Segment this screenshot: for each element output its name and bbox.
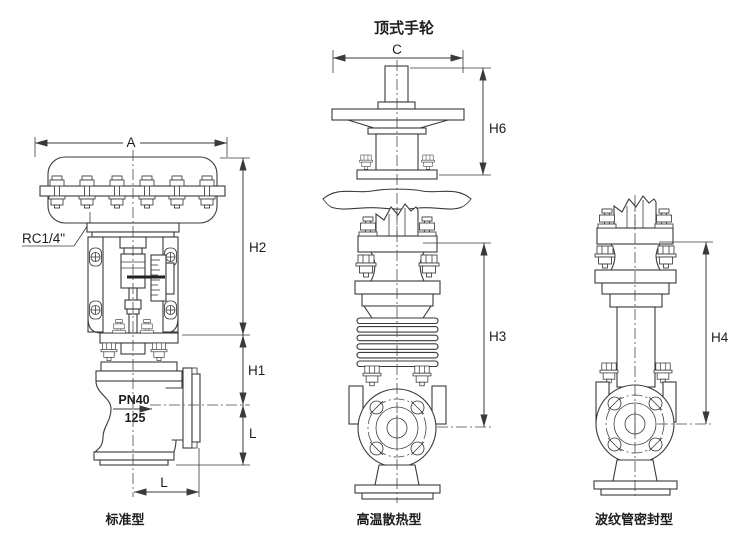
dim-label-L-bottom: L bbox=[160, 475, 168, 490]
dim-label-L-vertical: L bbox=[249, 426, 257, 441]
dim-label-A: A bbox=[126, 135, 135, 150]
travel-scale bbox=[127, 254, 175, 302]
caption-standard: 标准型 bbox=[104, 512, 144, 528]
dim-label-H4: H4 bbox=[711, 330, 729, 345]
angle-valve-body: PN40 125 bbox=[93, 367, 201, 466]
bellows-valve-view: H4 波纹管密封型 bbox=[593, 195, 729, 528]
dim-label-H2: H2 bbox=[249, 240, 266, 255]
handwheel-view: 顶式手轮 C bbox=[322, 19, 506, 210]
dimension-A: A bbox=[34, 135, 228, 157]
dimension-L-bottom: L bbox=[134, 448, 200, 497]
diaphragm-actuator bbox=[39, 156, 226, 224]
radiator-fins bbox=[356, 317, 439, 368]
dimension-H4: H4 bbox=[657, 241, 729, 425]
caption-high-temp: 高温散热型 bbox=[356, 512, 421, 528]
side-flange bbox=[182, 367, 201, 449]
dim-label-H6: H6 bbox=[489, 121, 506, 136]
bellows-extension-tube bbox=[616, 306, 656, 388]
dim-label-H3: H3 bbox=[489, 329, 506, 344]
nominal-size-label: 125 bbox=[125, 411, 146, 425]
caption-bellows: 波纹管密封型 bbox=[595, 512, 673, 528]
dimension-H3: H3 bbox=[423, 242, 506, 428]
flow-annotation: PN40 125 bbox=[113, 393, 152, 425]
handwheel-assembly bbox=[322, 60, 472, 210]
standard-valve-view: A RC1/4" bbox=[22, 135, 266, 528]
pressure-rating-label: PN40 bbox=[118, 393, 149, 407]
air-connection-label: RC1/4" bbox=[22, 231, 65, 246]
dimension-chain-right: H2 H1 L bbox=[176, 157, 266, 466]
high-temp-valve-view: H3 高温散热型 bbox=[348, 203, 506, 528]
dim-label-C: C bbox=[392, 42, 402, 57]
dimension-H6: H6 bbox=[410, 67, 506, 176]
handwheel-view-title: 顶式手轮 bbox=[374, 19, 434, 37]
dimension-C: C bbox=[332, 42, 464, 73]
dim-label-H1: H1 bbox=[248, 363, 265, 378]
